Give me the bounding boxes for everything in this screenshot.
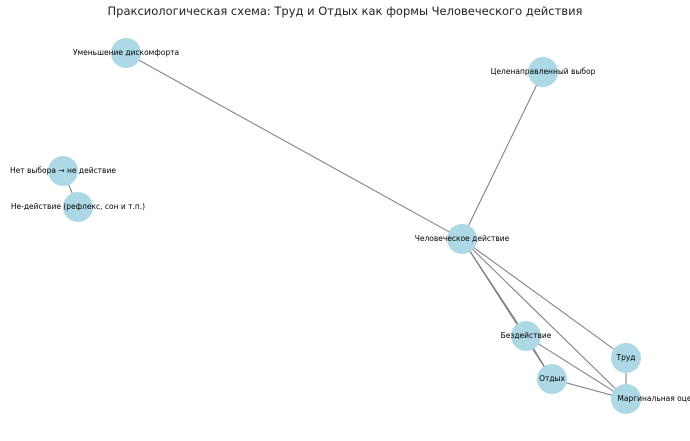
nodes-layer [48, 38, 641, 414]
edge-human_action-rest [461, 238, 553, 380]
node-marginal [611, 384, 641, 414]
edge-human_action-discomfort [125, 52, 463, 240]
node-human_action [447, 224, 477, 254]
edge-inaction-marginal [525, 335, 627, 400]
node-label-labor: Труд [616, 353, 636, 362]
node-label-discomfort: Уменьшение дискомфорта [73, 48, 179, 57]
node-rest [537, 364, 567, 394]
edge-human_action-choice [461, 71, 544, 240]
node-no_choice [48, 156, 78, 186]
node-inaction [511, 321, 541, 351]
node-label-choice: Целенаправленный выбор [491, 67, 596, 76]
node-label-human_action: Человеческое действие [415, 234, 510, 243]
node-label-non_action: Не-действие (рефлекс, сон и т.п.) [11, 202, 145, 211]
edge-human_action-marginal [461, 238, 627, 400]
node-label-no_choice: Нет выбора → не действие [10, 166, 116, 175]
node-choice [528, 57, 558, 87]
node-label-marginal: Маргинальная оценка альтернатив [617, 394, 690, 403]
node-label-inaction: Бездействие [501, 331, 552, 340]
node-discomfort [111, 38, 141, 68]
edges-layer [62, 52, 627, 400]
node-label-rest: Отдых [539, 374, 565, 383]
node-labor [611, 343, 641, 373]
diagram-title: Праксиологическая схема: Труд и Отдых ка… [107, 4, 583, 18]
node-non_action [63, 192, 93, 222]
edge-human_action-labor [461, 238, 627, 359]
labels-layer: Человеческое действие Уменьшение дискомфо… [10, 48, 690, 403]
